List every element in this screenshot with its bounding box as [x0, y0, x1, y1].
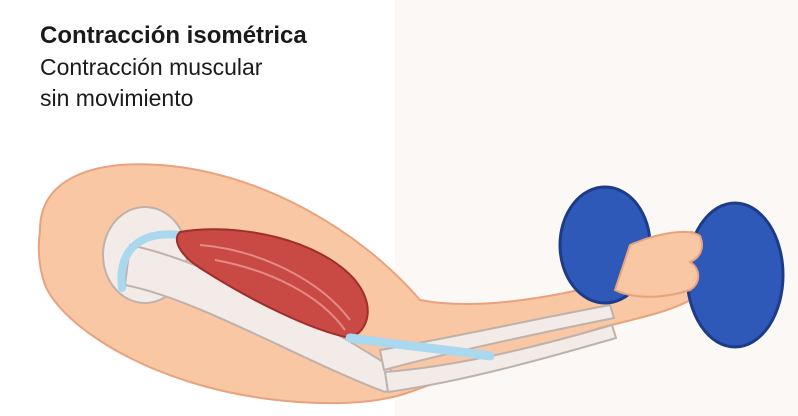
- caption-block: Contracción isométrica Contracción muscu…: [40, 20, 380, 114]
- dumbbell-right-plate: [687, 203, 783, 347]
- caption-line-2: sin movimiento: [40, 83, 380, 114]
- caption-title: Contracción isométrica: [40, 20, 380, 52]
- caption-line-1: Contracción muscular: [40, 52, 380, 83]
